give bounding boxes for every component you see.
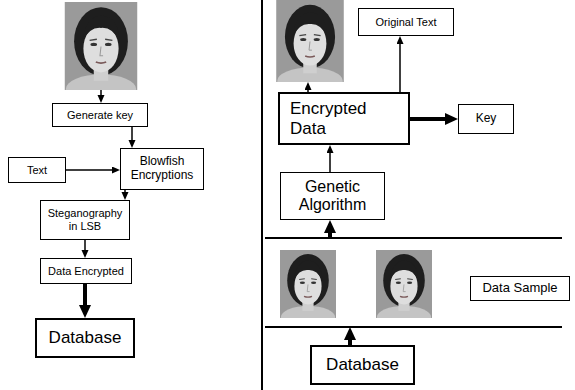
process-box: Encrypted Data: [278, 92, 410, 145]
flow-arrow: [84, 240, 86, 250]
flow-arrow: [100, 90, 102, 95]
process-box: Key: [458, 104, 514, 134]
flow-arrow: [399, 44, 401, 92]
flow-arrow: [410, 117, 445, 121]
flow-arrow: [124, 190, 126, 192]
box-label: Original Text: [376, 16, 437, 29]
process-box: Blowfish Encryptions: [120, 148, 204, 190]
process-box: Genetic Algorithm: [280, 172, 385, 220]
box-label: Genetic Algorithm: [290, 178, 375, 215]
process-box: Generate key: [52, 103, 148, 127]
process-box: Data Encrypted: [40, 258, 132, 284]
process-box: Text: [8, 157, 66, 183]
box-label: Data Sample: [482, 281, 557, 296]
box-label: Key: [476, 112, 497, 126]
flow-arrow: [329, 153, 331, 172]
box-label: Blowfish Encryptions: [125, 155, 199, 183]
process-box: Data Sample: [470, 276, 570, 301]
flow-arrow: [328, 233, 332, 238]
separator-line: [265, 326, 562, 328]
box-label: Data Encrypted: [48, 265, 124, 278]
flow-arrow: [83, 284, 87, 305]
face-photo: [276, 0, 344, 95]
process-box: Database: [310, 345, 415, 385]
process-box: Steganography in LSB: [40, 200, 130, 240]
process-box: Original Text: [358, 8, 454, 36]
flow-arrow: [66, 169, 112, 171]
separator-line: [265, 237, 562, 239]
box-label: Text: [27, 164, 47, 177]
face-photo: [65, 2, 137, 103]
box-label: Database: [326, 355, 399, 375]
box-label: Encrypted Data: [290, 99, 385, 138]
divider-line: [261, 0, 263, 390]
flow-arrow: [131, 127, 133, 140]
box-label: Generate key: [67, 109, 133, 122]
box-label: Steganography in LSB: [45, 207, 125, 232]
face-photo: [280, 250, 336, 328]
box-label: Database: [49, 328, 122, 348]
process-box: Database: [35, 318, 135, 358]
face-photo: [376, 250, 432, 328]
